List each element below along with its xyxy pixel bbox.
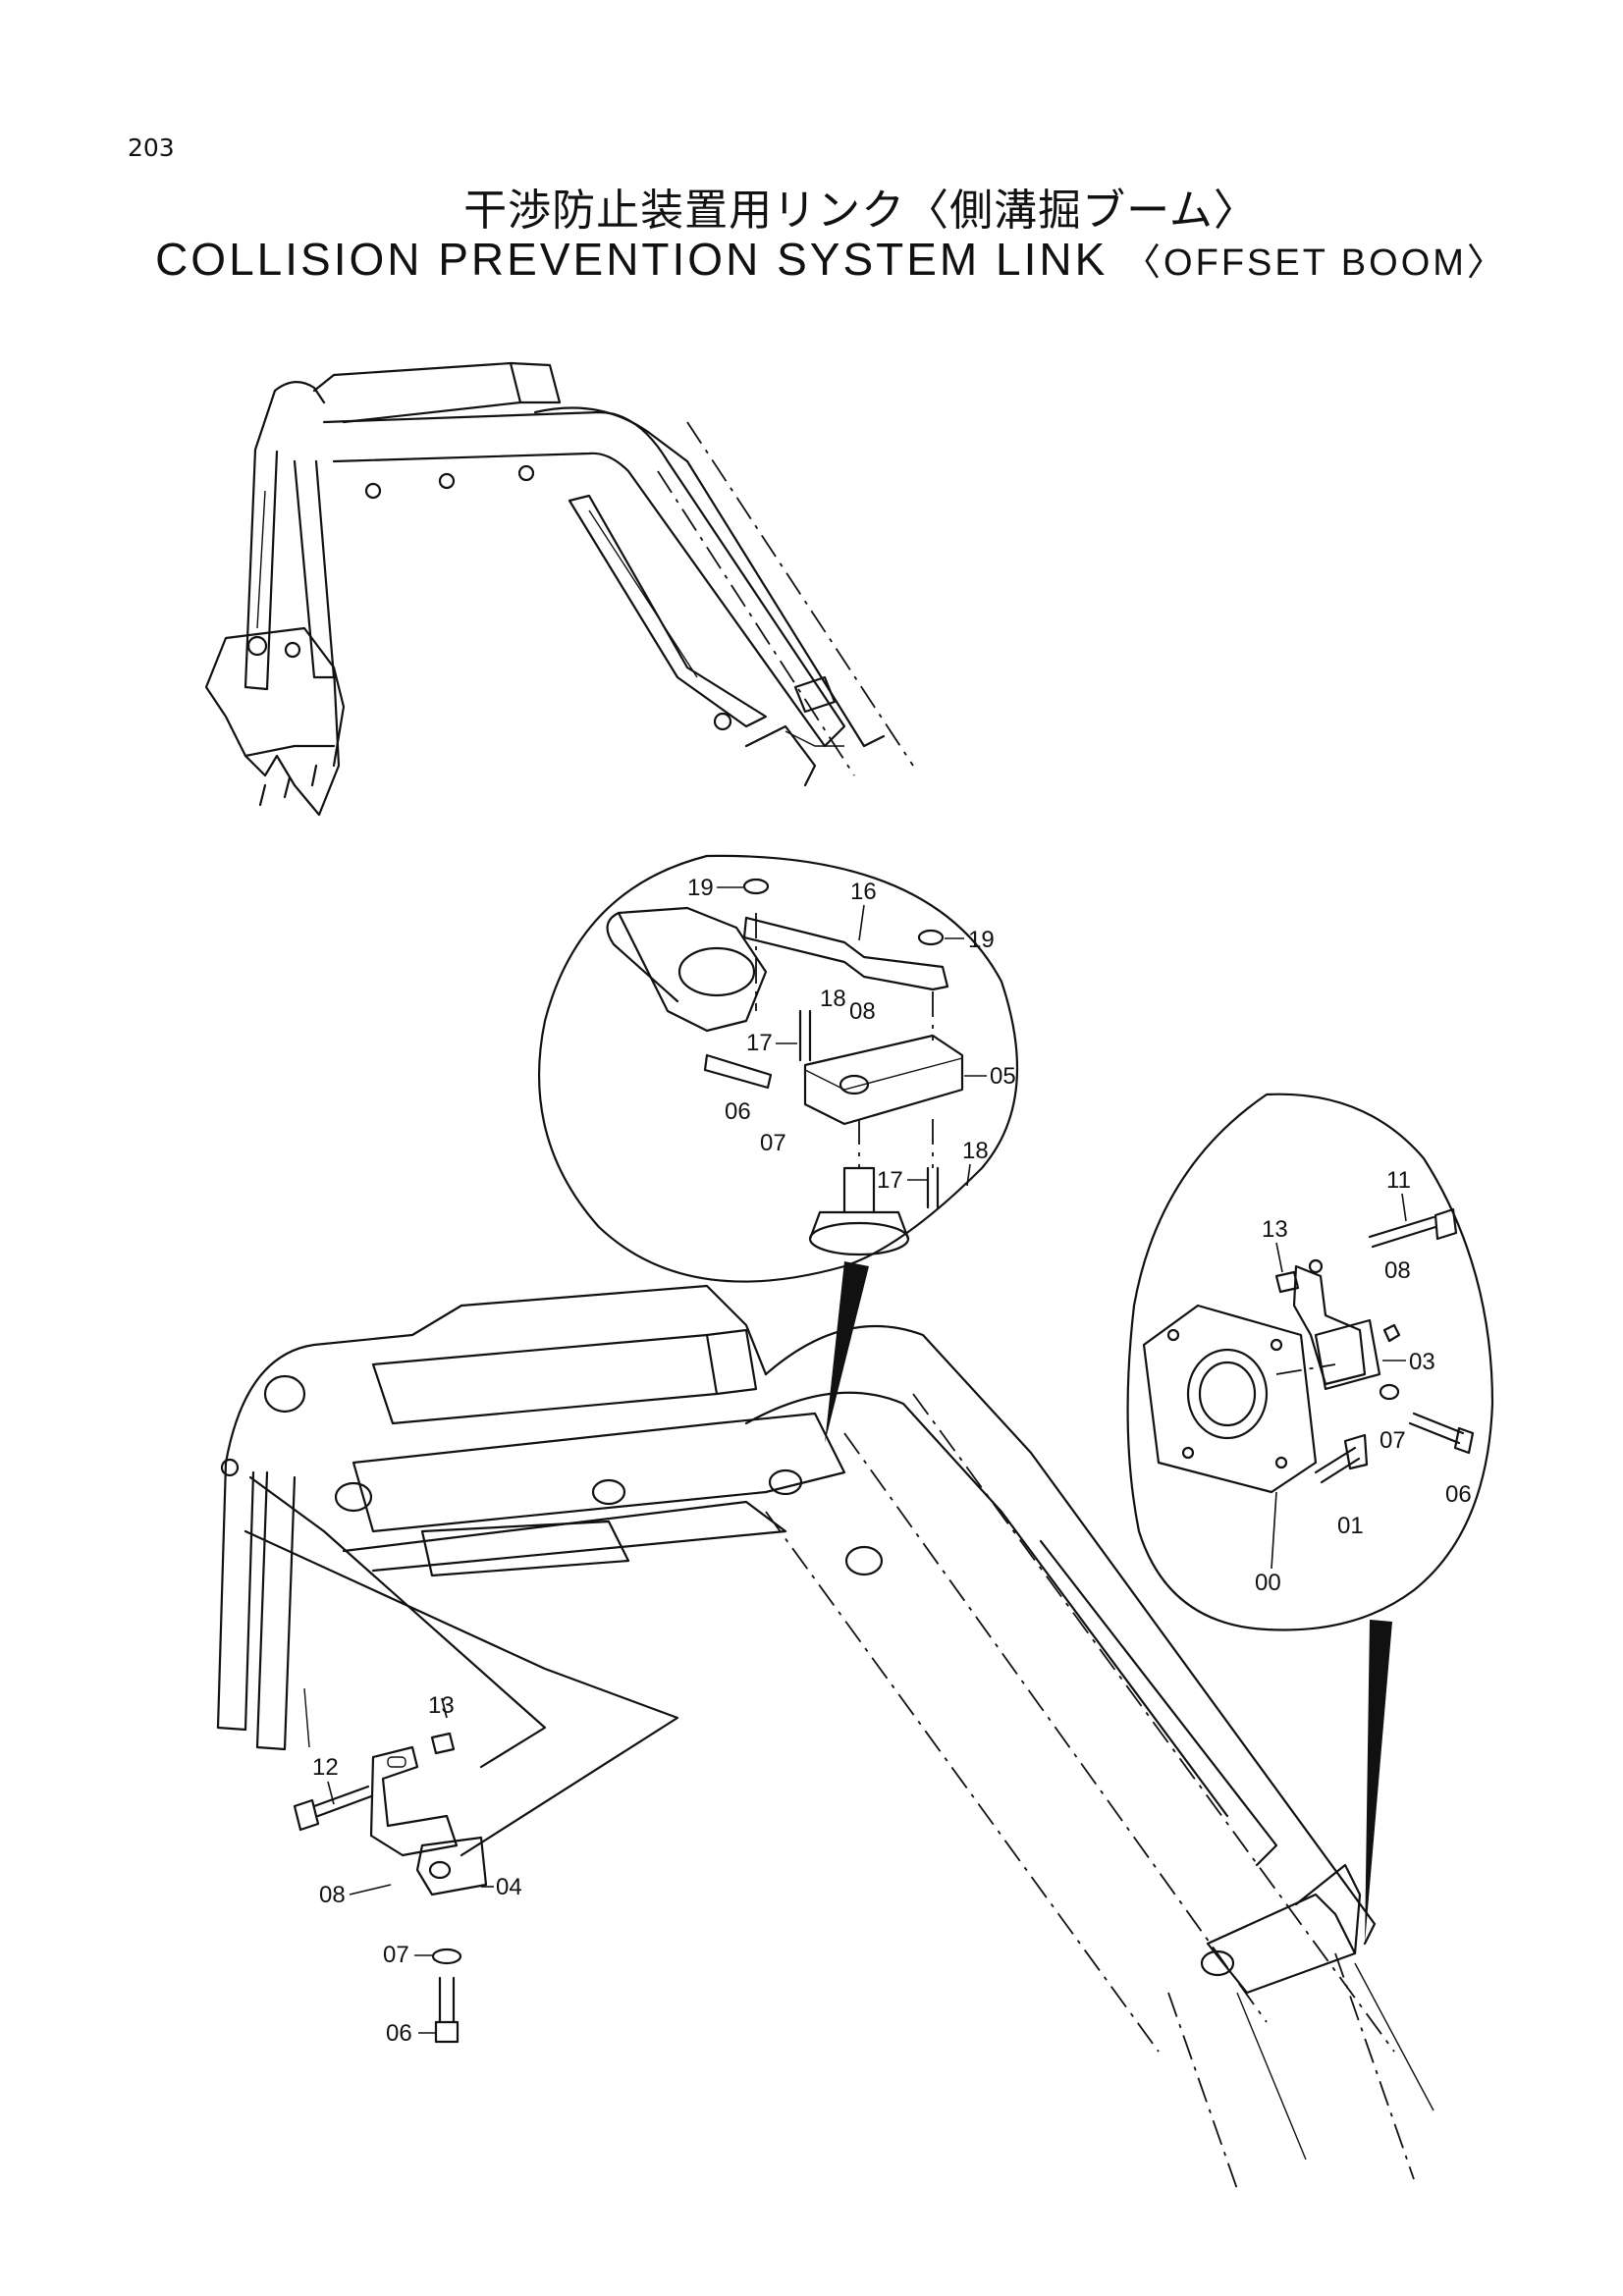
part-label-00: 00 [1255, 1570, 1281, 1596]
part-label-03: 03 [1409, 1349, 1435, 1375]
part-label-16: 16 [850, 879, 877, 905]
part-label-06-right: 06 [1445, 1481, 1472, 1508]
page-number: 203 [128, 133, 175, 162]
lower-detail-bracket: 13 12 04 08 07 06 [243, 1475, 679, 2047]
part-label-08-right: 08 [1384, 1257, 1411, 1284]
part-label-08-lower: 08 [319, 1882, 346, 1908]
part-label-18-lower: 18 [962, 1138, 989, 1164]
part-label-12: 12 [312, 1754, 339, 1781]
part-label-06-upper: 06 [725, 1098, 751, 1125]
part-label-19-right: 19 [968, 927, 995, 953]
part-label-06-lower: 06 [386, 2020, 412, 2047]
part-label-01: 01 [1337, 1513, 1364, 1539]
upper-detail-callout: 19 16 19 18 08 17 05 06 07 17 18 [537, 854, 1019, 1443]
page-title-english: COLLISION PREVENTION SYSTEM LINK 〈OFFSET… [0, 232, 1623, 286]
part-label-18-upper: 18 [820, 986, 846, 1012]
part-label-07-lower: 07 [383, 1942, 409, 1968]
part-label-17-lower: 17 [877, 1167, 903, 1194]
part-label-08-upper: 08 [849, 998, 876, 1025]
part-label-04: 04 [496, 1874, 522, 1900]
part-label-13-lower: 13 [428, 1692, 455, 1719]
part-label-07-upper: 07 [760, 1130, 786, 1156]
page-title-japanese: 干渉防止装置用リンク〈側溝掘ブーム〉 [463, 186, 1258, 236]
title-sub: 〈OFFSET BOOM〉 [1123, 242, 1507, 284]
main-boom-drawing [216, 1284, 1434, 2190]
part-label-07-right: 07 [1380, 1427, 1406, 1454]
part-label-13-right: 13 [1262, 1216, 1288, 1243]
part-label-05: 05 [990, 1063, 1016, 1090]
part-label-11: 11 [1386, 1167, 1411, 1194]
part-label-17-upper: 17 [746, 1030, 773, 1056]
title-main: COLLISION PREVENTION SYSTEM LINK [155, 234, 1109, 285]
right-detail-callout: 11 13 08 03 07 06 01 00 [1126, 1093, 1494, 1944]
overview-excavator-drawing [204, 361, 914, 817]
part-label-19-upper: 19 [687, 875, 714, 901]
